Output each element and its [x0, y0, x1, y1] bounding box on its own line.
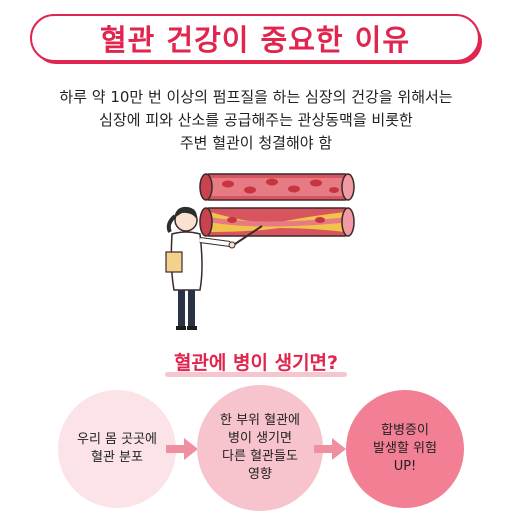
section-title: 혈관에 병이 생기면?	[173, 352, 339, 374]
title-banner: 혈관 건강이 중요한 이유	[30, 14, 482, 64]
pointer-stick	[231, 225, 263, 247]
step-circle-spread: 한 부위 혈관에 병이 생기면 다른 혈관들도 영향	[197, 385, 323, 511]
step-text-line: 다른 혈관들도	[222, 449, 298, 464]
step-text-line: 우리 몸 곳곳에	[76, 432, 158, 447]
title-pill: 혈관 건강이 중요한 이유	[30, 14, 480, 62]
section-title-underline	[165, 372, 347, 377]
doctor-figure	[165, 206, 236, 330]
arrow-right-icon	[166, 438, 198, 460]
step-text-line: 합병증이	[381, 423, 429, 438]
healthy-vessel-image	[199, 173, 355, 201]
arrow-right-icon	[314, 438, 346, 460]
step-text-line: 발생할 위험	[373, 441, 437, 456]
description-line: 심장에 피와 산소를 공급해주는 관상동맥을 비롯한	[99, 111, 413, 129]
step-circle-complication: 합병증이 발생할 위험 UP!	[346, 390, 464, 508]
step-text-line: 병이 생기면	[228, 431, 292, 446]
step-circle-distribution: 우리 몸 곳곳에 혈관 분포	[58, 390, 176, 508]
step-text-line: UP!	[393, 459, 417, 474]
step-text-line: 영향	[248, 467, 272, 482]
blood-vessel-illustration	[165, 173, 355, 330]
page-title: 혈관 건강이 중요한 이유	[99, 23, 411, 57]
step-text-line: 혈관 분포	[91, 450, 143, 465]
description-line: 하루 약 10만 번 이상의 펌프질을 하는 심장의 건강을 위해서는	[59, 88, 453, 106]
step-text-line: 한 부위 혈관에	[219, 413, 301, 428]
description-line: 주변 혈관이 청결해야 함	[179, 134, 333, 152]
description: 하루 약 10만 번 이상의 펌프질을 하는 심장의 건강을 위해서는 심장에 …	[20, 86, 492, 155]
clogged-vessel-image	[199, 207, 355, 237]
